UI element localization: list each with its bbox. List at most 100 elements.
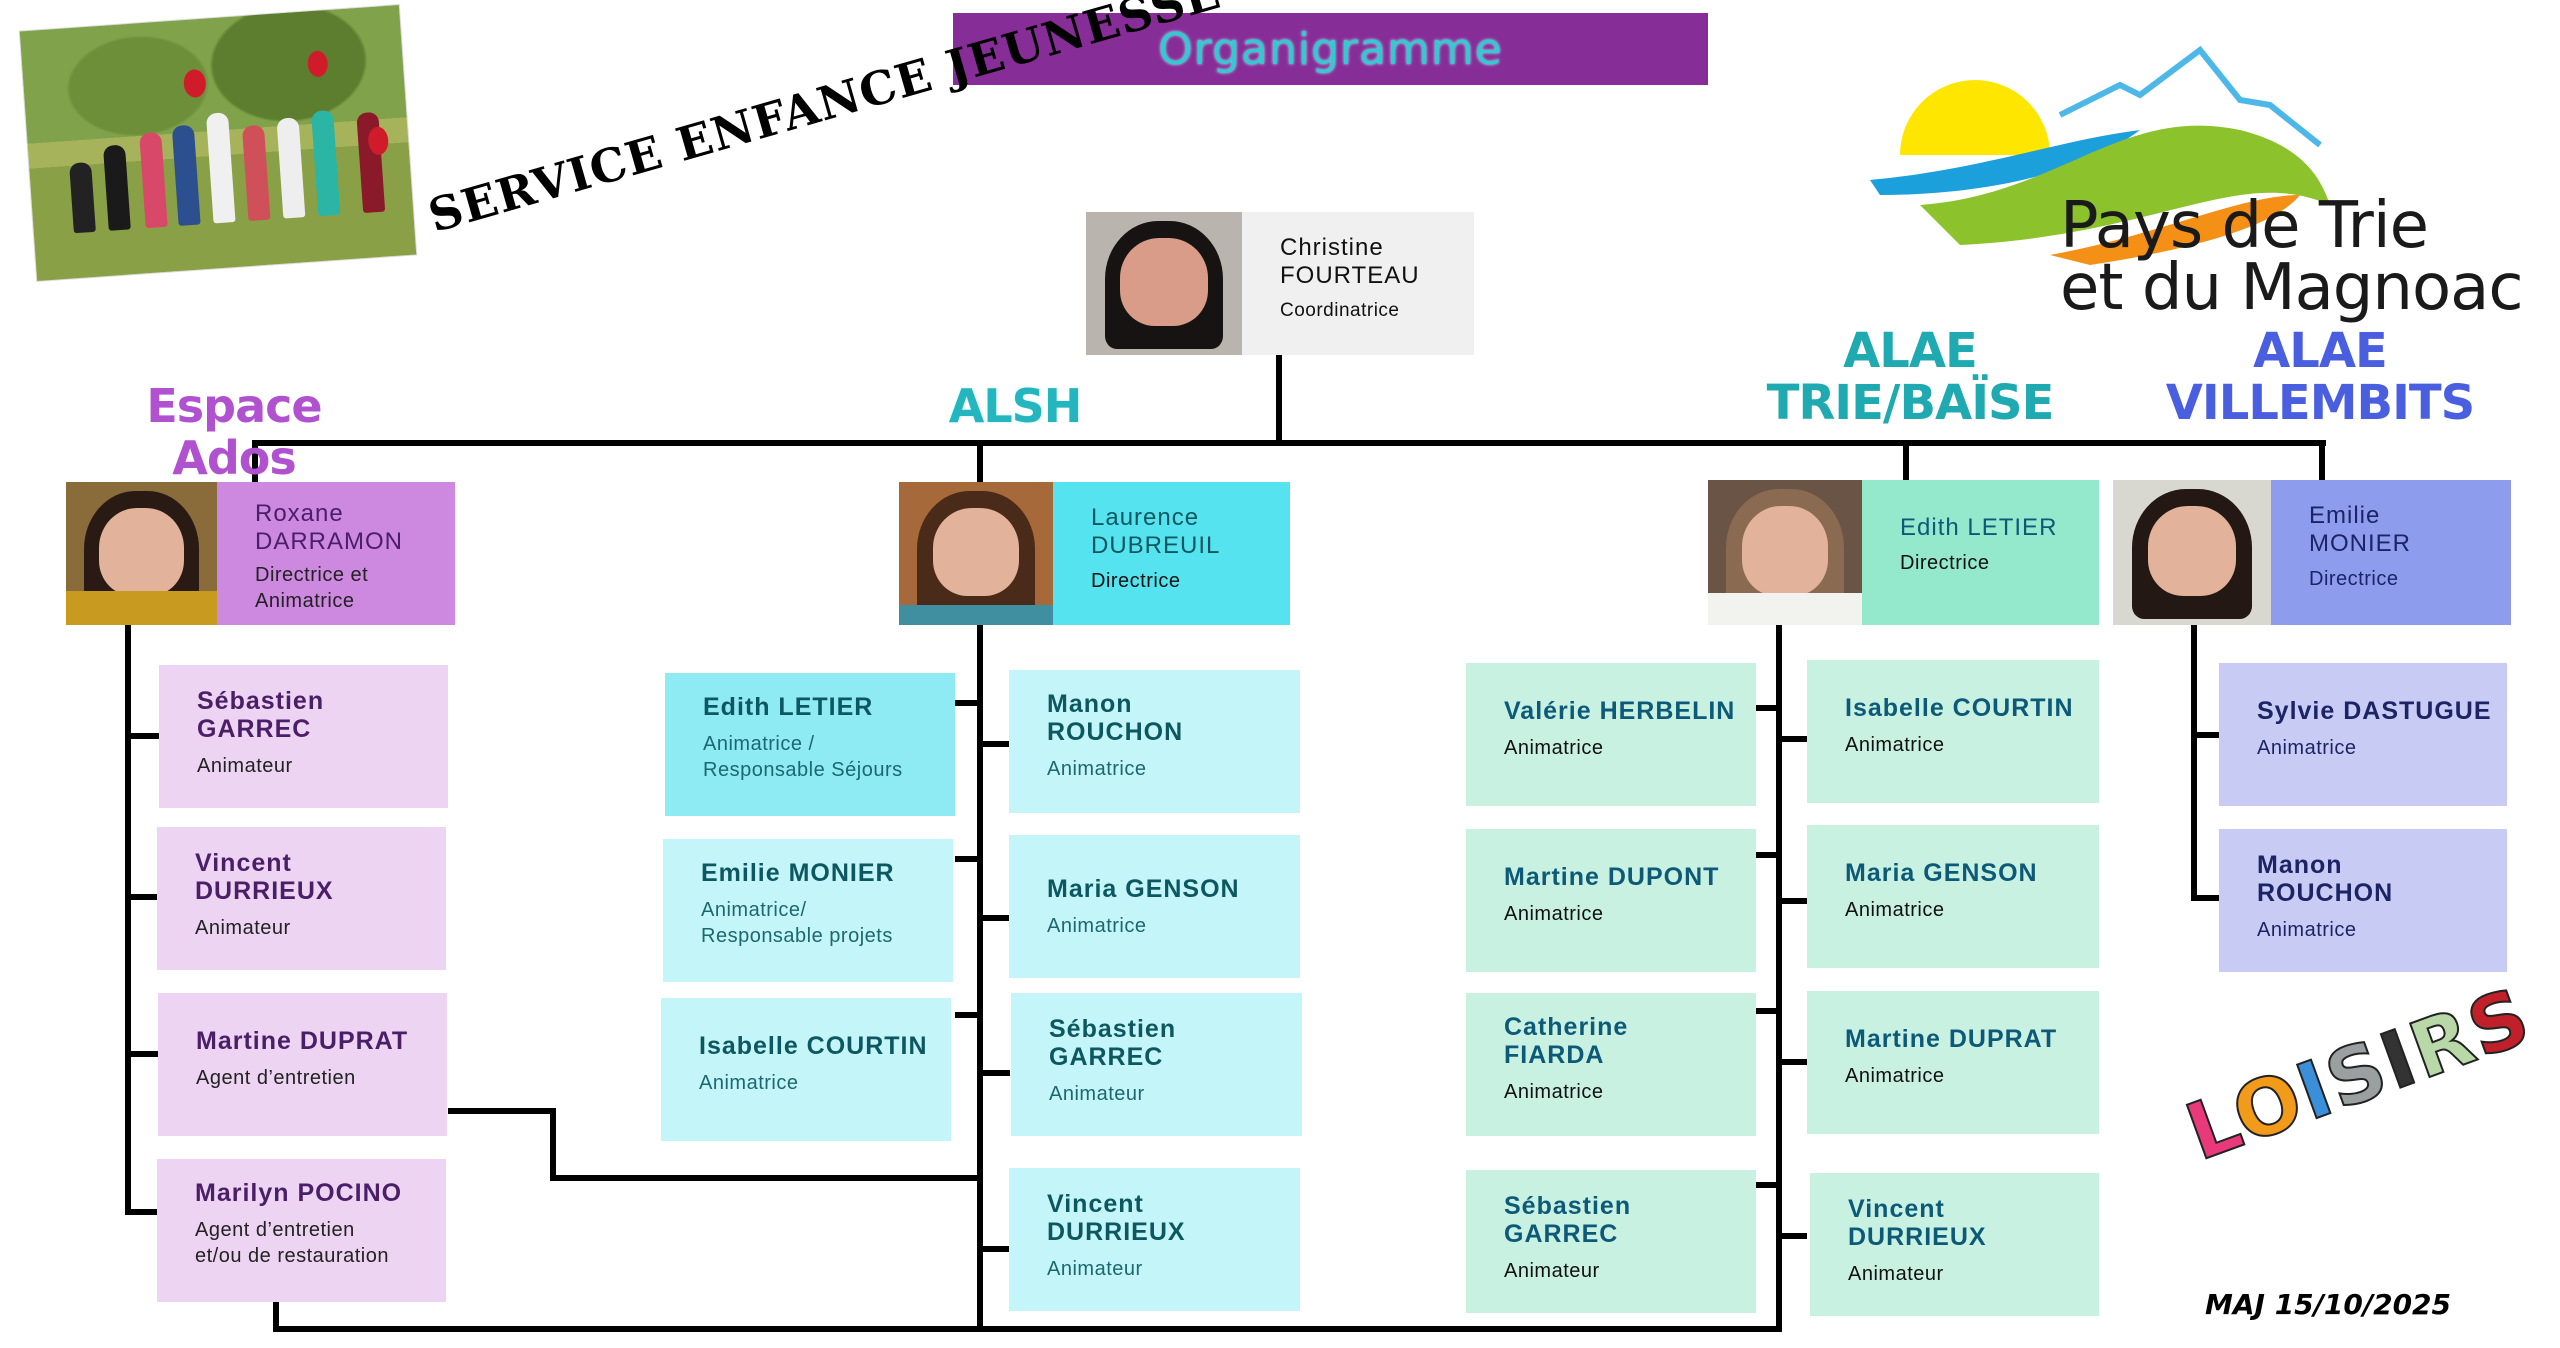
connector-line: [955, 700, 979, 706]
director-name: Edith LETIER: [1900, 514, 2058, 541]
connector-line: [125, 894, 159, 900]
staff-role: Animatrice: [2257, 737, 2357, 759]
staff-name: Valérie HERBELIN: [1504, 697, 1736, 725]
connector-line: [980, 1070, 1010, 1076]
staff-role: Animateur: [195, 917, 291, 939]
connector-line: [1756, 705, 1778, 711]
connector-line: [977, 625, 983, 1332]
staff-first-name: Sébastien: [1049, 1015, 1177, 1043]
connector-line: [125, 1209, 159, 1215]
director-card-alae-trie[interactable]: Edith LETIER Directrice: [1708, 480, 2099, 625]
connector-line: [1779, 898, 1807, 904]
connector-line: [980, 741, 1010, 747]
section-label-alae-villembits: ALAE VILLEMBITS: [2160, 325, 2480, 429]
staff-card[interactable]: Martine DUPRAT Agent d’entretien: [158, 993, 447, 1136]
connector-line: [977, 440, 983, 484]
staff-last-name: GARREC: [197, 715, 312, 743]
director-card-alsh[interactable]: Laurence DUBREUIL Directrice: [899, 482, 1290, 625]
staff-card[interactable]: Sylvie DASTUGUE Animatrice: [2219, 663, 2507, 806]
connector-line: [125, 733, 159, 739]
staff-card[interactable]: Vincent DURRIEUX Animateur: [157, 827, 446, 970]
staff-role: Animateur: [1504, 1260, 1600, 1282]
coordinator-card[interactable]: Christine FOURTEAU Coordinatrice: [1086, 212, 1474, 355]
director-role-line1: Directrice et: [255, 564, 369, 586]
staff-card[interactable]: Isabelle COURTIN Animatrice: [661, 998, 951, 1141]
connector-line: [2319, 440, 2325, 484]
logo-line-2: et du Magnoac: [2060, 251, 2524, 325]
staff-name: Maria GENSON: [1845, 859, 2038, 887]
staff-role-line2: Responsable projets: [701, 925, 893, 947]
connector-line: [980, 915, 1010, 921]
staff-first-name: Vincent: [1047, 1190, 1144, 1218]
connector-line: [1779, 1233, 1807, 1239]
staff-role: Animateur: [1848, 1263, 1944, 1285]
connector-line: [1756, 1008, 1778, 1014]
connector-line: [448, 1108, 554, 1114]
staff-card[interactable]: Martine DUPONT Animatrice: [1466, 829, 1756, 972]
staff-role: Animatrice: [699, 1072, 799, 1094]
connector-line: [955, 856, 979, 862]
staff-card[interactable]: Manon ROUCHON Animatrice: [2219, 829, 2507, 972]
staff-role: Animatrice: [1845, 899, 1945, 921]
section-label-alsh: ALSH: [948, 379, 1083, 433]
staff-card[interactable]: Isabelle COURTIN Animatrice: [1807, 660, 2099, 803]
staff-role: Animatrice: [1845, 734, 1945, 756]
staff-card[interactable]: Emilie MONIER Animatrice/ Responsable pr…: [663, 839, 953, 982]
staff-first-name: Sébastien: [197, 687, 325, 715]
coordinator-role: Coordinatrice: [1280, 300, 1400, 321]
staff-role: Animatrice: [1504, 737, 1604, 759]
staff-last-name: DURRIEUX: [195, 877, 334, 905]
connector-line: [2191, 732, 2219, 738]
staff-last-name: DURRIEUX: [1848, 1223, 1987, 1251]
staff-card[interactable]: Vincent DURRIEUX Animateur: [1810, 1173, 2099, 1316]
connector-line: [980, 1246, 1010, 1252]
staff-last-name: GARREC: [1504, 1220, 1619, 1248]
logo-line-1: Pays de Trie: [2060, 189, 2429, 263]
connector-line: [252, 440, 258, 484]
connector-line: [550, 1175, 980, 1181]
staff-first-name: Sébastien: [1504, 1192, 1632, 1220]
staff-card[interactable]: Edith LETIER Animatrice / Responsable Sé…: [665, 673, 955, 816]
connector-line: [125, 1051, 159, 1057]
staff-card[interactable]: Manon ROUCHON Animatrice: [1009, 670, 1300, 813]
staff-role-line1: Animatrice/: [701, 899, 807, 921]
staff-role: Animateur: [1047, 1258, 1143, 1280]
staff-card[interactable]: Martine DUPRAT Animatrice: [1807, 991, 2099, 1134]
alae-trie-line2: TRIE/BAÏSE: [1766, 375, 2055, 431]
staff-name: Isabelle COURTIN: [699, 1032, 928, 1060]
staff-card[interactable]: Maria GENSON Animatrice: [1009, 835, 1300, 978]
staff-name: Maria GENSON: [1047, 875, 1240, 903]
connector-line: [1776, 625, 1782, 1332]
staff-card[interactable]: Sébastien GARREC Animateur: [1011, 993, 1302, 1136]
director-card-alae-villembits[interactable]: Emilie MONIER Directrice: [2113, 480, 2511, 625]
staff-card[interactable]: Catherine FIARDA Animatrice: [1466, 993, 1756, 1136]
staff-card[interactable]: Maria GENSON Animatrice: [1807, 825, 2099, 968]
staff-card[interactable]: Valérie HERBELIN Animatrice: [1466, 663, 1756, 806]
staff-card[interactable]: Sébastien GARREC Animateur: [159, 665, 448, 808]
director-role-line2: Animatrice: [255, 590, 355, 612]
connector-line: [273, 1302, 279, 1332]
staff-card[interactable]: Vincent DURRIEUX Animateur: [1009, 1168, 1300, 1311]
staff-role: Agent d’entretien: [196, 1067, 356, 1089]
alae-trie-line1: ALAE: [1843, 323, 1978, 379]
staff-card[interactable]: Sébastien GARREC Animateur: [1466, 1170, 1756, 1313]
director-avatar: [2113, 480, 2271, 625]
staff-last-name: ROUCHON: [1047, 718, 1184, 746]
director-avatar: [899, 482, 1053, 625]
staff-role: Animatrice: [2257, 919, 2357, 941]
staff-card[interactable]: Marilyn POCINO Agent d’entretien et/ou d…: [157, 1159, 446, 1302]
director-card-espace-ados[interactable]: Roxane DARRAMON Directrice et Animatrice: [66, 482, 455, 625]
director-last-name: DUBREUIL: [1091, 532, 1221, 559]
director-role: Directrice: [1900, 552, 1990, 574]
connector-line: [125, 625, 131, 1215]
alae-villembits-line1: ALAE: [2253, 323, 2388, 379]
staff-role: Animateur: [197, 755, 293, 777]
pays-de-trie-logo: Pays de Trie et du Magnoac: [1860, 45, 2550, 325]
coordinator-last-name: FOURTEAU: [1280, 262, 1420, 289]
staff-name: Sylvie DASTUGUE: [2257, 697, 2492, 725]
staff-name: Emilie MONIER: [701, 859, 895, 887]
staff-first-name: Vincent: [195, 849, 292, 877]
staff-role: Animatrice: [1047, 915, 1147, 937]
section-label-espace-ados: Espace Ados: [146, 379, 322, 485]
connector-line: [1276, 355, 1282, 445]
